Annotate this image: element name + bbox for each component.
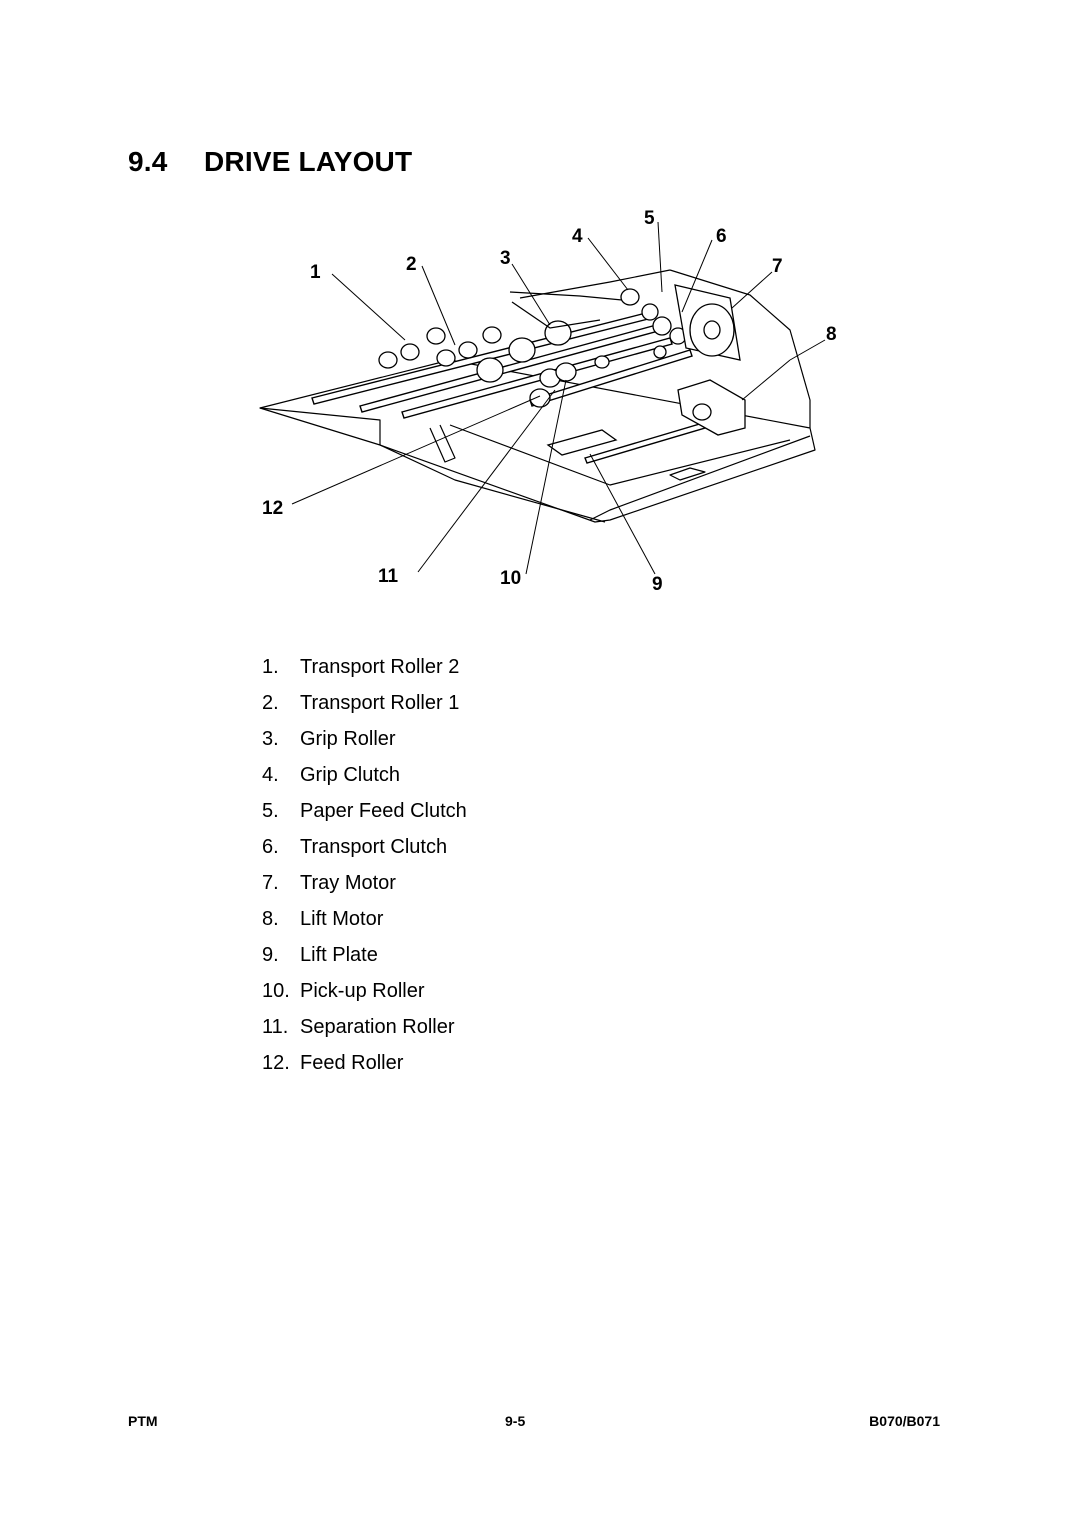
tray-motor-hub xyxy=(703,320,721,340)
leader-line-8b xyxy=(741,359,791,401)
roller xyxy=(508,337,536,363)
roller xyxy=(594,355,610,369)
lift-motor-shaft xyxy=(692,403,712,421)
drive-layout-diagram: 1 2 3 4 5 6 7 8 9 10 11 12 xyxy=(250,200,850,610)
roller xyxy=(544,320,572,346)
roller xyxy=(652,316,672,336)
section-number: 9.4 xyxy=(128,146,168,177)
roller xyxy=(436,349,456,367)
callout-2: 2 xyxy=(406,254,417,275)
callout-9: 9 xyxy=(652,574,663,595)
leader-line-5 xyxy=(657,221,663,293)
legend-item: 8.Lift Motor xyxy=(262,908,384,930)
roller xyxy=(378,351,398,369)
callout-8: 8 xyxy=(826,324,837,345)
legend-item: 11.Separation Roller xyxy=(262,1016,455,1038)
parts-legend: 1.Transport Roller 2 2.Transport Roller … xyxy=(262,654,467,1086)
roller xyxy=(555,362,577,382)
shaft-feed-roller xyxy=(529,349,693,407)
footer-manual-code: PTM xyxy=(128,1413,158,1429)
footer-model-number: B070/B071 xyxy=(869,1413,940,1429)
roller xyxy=(458,341,478,359)
tray-front-edge xyxy=(379,444,606,523)
legend-item: 2.Transport Roller 1 xyxy=(262,692,460,714)
roller xyxy=(426,327,446,345)
legend-item: 5.Paper Feed Clutch xyxy=(262,800,467,822)
tray-side-notch xyxy=(429,424,456,463)
tray-left-face xyxy=(259,407,381,445)
leader-line-2 xyxy=(421,265,456,346)
callout-7: 7 xyxy=(772,256,783,277)
section-title: DRIVE LAYOUT xyxy=(204,146,413,177)
leader-line-11 xyxy=(417,389,556,573)
tray-outline xyxy=(259,359,816,523)
callout-3: 3 xyxy=(500,248,511,269)
leader-line-1 xyxy=(331,273,406,341)
leader-line-10 xyxy=(525,379,567,575)
leader-line-12 xyxy=(291,395,541,505)
section-heading: 9.4 DRIVE LAYOUT xyxy=(128,146,412,178)
drive-belt xyxy=(509,291,623,329)
lift-motor xyxy=(677,379,746,436)
lift-plate xyxy=(546,429,618,456)
callout-4: 4 xyxy=(572,226,583,247)
callout-6: 6 xyxy=(716,226,727,247)
tray-front-lip xyxy=(589,435,811,521)
legend-item: 3.Grip Roller xyxy=(262,728,396,750)
legend-item: 1.Transport Roller 2 xyxy=(262,656,460,678)
callout-1: 1 xyxy=(310,262,321,283)
callout-5: 5 xyxy=(644,208,655,229)
leader-line-8 xyxy=(789,339,826,361)
leader-line-4 xyxy=(587,237,629,291)
tray-front-step xyxy=(669,467,706,481)
roller xyxy=(476,357,504,383)
leader-line-9 xyxy=(589,453,656,575)
legend-item: 6.Transport Clutch xyxy=(262,836,448,858)
footer-page-number: 9-5 xyxy=(505,1413,526,1429)
drive-layout-illustration: 1 2 3 4 5 6 7 8 9 10 11 12 xyxy=(259,208,837,595)
roller xyxy=(482,326,502,344)
leader-line-3 xyxy=(511,263,551,326)
legend-item: 12.Feed Roller xyxy=(262,1052,404,1074)
callout-12: 12 xyxy=(262,498,283,519)
leader-line-6 xyxy=(681,239,713,313)
legend-item: 10.Pick-up Roller xyxy=(262,980,425,1002)
roller xyxy=(529,388,551,408)
roller xyxy=(641,303,659,321)
legend-item: 7.Tray Motor xyxy=(262,872,396,894)
tray-back-wall xyxy=(519,269,671,299)
legend-item: 9.Lift Plate xyxy=(262,944,378,966)
tray-right-wall xyxy=(669,269,811,428)
roller xyxy=(653,345,667,359)
callout-10: 10 xyxy=(500,568,521,589)
legend-item: 4.Grip Clutch xyxy=(262,764,401,786)
leader-line-7 xyxy=(731,271,773,309)
tray-inner-floor xyxy=(449,424,791,486)
callout-11: 11 xyxy=(378,566,399,587)
roller xyxy=(620,288,640,306)
roller xyxy=(400,343,420,361)
shaft-transport-roller-1 xyxy=(359,323,663,413)
